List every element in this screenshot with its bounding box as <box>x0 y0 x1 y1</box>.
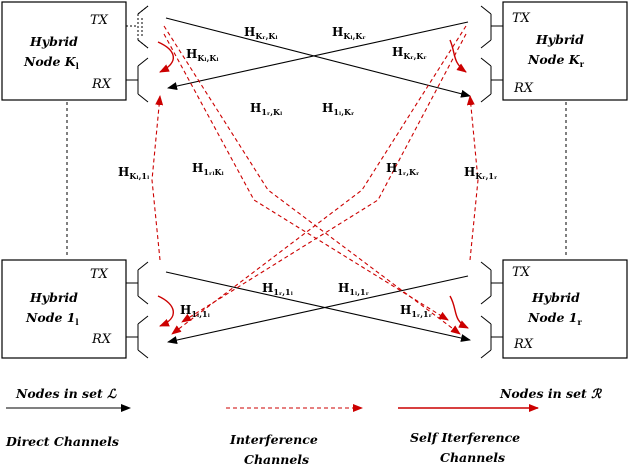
node-top-left-rx-label: RX <box>91 77 112 92</box>
antenna-tx-top-left <box>126 5 149 49</box>
node-top-right-tx-label: TX <box>512 11 531 26</box>
set-left-caption: Nodes in set ℒ <box>15 386 117 401</box>
label-h-1rl-kl: H1ᵣₗKₗ <box>192 161 225 177</box>
node-box-bottom-right <box>502 259 628 359</box>
node-bottom-left-tx-label: TX <box>90 267 109 282</box>
node-bottom-left-line1: Hybrid <box>29 290 78 305</box>
direct-channel-1r-to-1l <box>167 275 469 344</box>
node-top-left-line2-group: Node Kl <box>23 54 79 71</box>
node-box-top-left <box>1 1 127 101</box>
node-bottom-right-rx-label: RX <box>513 337 534 352</box>
node-top-right-line1: Hybrid <box>535 32 584 47</box>
antenna-rx-bottom-right <box>480 315 503 359</box>
node-top-right-line2: Node K <box>527 52 581 67</box>
label-h-kl-kl: HKₗ,Kₗ <box>186 47 219 63</box>
label-h-kl-kr: HKₗ,Kᵣ <box>332 25 366 41</box>
node-bottom-right-line2: Node 1 <box>527 310 578 325</box>
self-interference-kr <box>449 39 467 73</box>
label-h-1r-1r: H1ᵣ,1ᵣ <box>400 303 432 319</box>
node-top-left-subscript: l <box>76 61 79 71</box>
label-h-1l-kr: H1ₗ,Kᵣ <box>322 101 354 117</box>
interference-1l-to-kl <box>151 95 164 261</box>
label-h-1r-kl: H1ᵣ,Kₗ <box>250 101 283 117</box>
legend-direct-label: Direct Channels <box>5 434 119 449</box>
self-interference-kl <box>157 41 174 73</box>
antenna-tx-bottom-right <box>480 261 503 305</box>
antenna-tx-top-right <box>480 5 503 49</box>
node-top-left-line1: Hybrid <box>29 34 78 49</box>
node-top-right-rx-label: RX <box>513 81 534 96</box>
direct-channel-kl-to-kr <box>165 17 471 98</box>
legend-interference-label-2: Channels <box>244 452 309 467</box>
antenna-rx-top-right <box>480 57 503 103</box>
self-interference-1r <box>449 295 469 329</box>
antenna-rx-top-left <box>126 57 149 103</box>
label-h-1l-1r: H1ₗ,1ᵣ <box>338 281 369 297</box>
legend-self-label-2: Channels <box>440 450 505 465</box>
node-bottom-right-line1: Hybrid <box>531 290 580 305</box>
node-top-left-tx-label: TX <box>90 13 109 28</box>
label-h-1r-1l: H1ᵣ,1ₗ <box>262 281 294 297</box>
node-bottom-right-line2-group: Node 1r <box>527 310 583 327</box>
direct-channel-kr-to-kl <box>167 21 469 90</box>
node-bottom-left-line2-group: Node 1l <box>25 310 79 327</box>
interference-kr-to-1l <box>171 25 467 335</box>
label-h-kl-1l: HKₗ,1ₗ <box>118 165 150 181</box>
direct-channel-1l-to-1r <box>165 271 471 342</box>
interference-1r-to-kr <box>466 95 479 261</box>
antenna-tx-bottom-left <box>126 261 149 305</box>
node-bottom-left-subscript: l <box>76 317 79 327</box>
node-box-bottom-left <box>1 259 127 359</box>
node-bottom-left-line2: Node 1 <box>25 310 76 325</box>
node-box-top-right <box>502 1 628 101</box>
node-top-right-line2-group: Node Kr <box>527 52 585 69</box>
node-top-left-line2: Node K <box>23 54 77 69</box>
node-bottom-left-rx-label: RX <box>91 332 112 347</box>
label-h-1r-kr: H1ᵣ,Kᵣ <box>386 161 419 177</box>
interference-kr-to-1l-b <box>181 33 467 323</box>
label-h-kr-kr: HKᵣ,Kᵣ <box>392 45 427 61</box>
self-interference-1l <box>157 295 174 327</box>
legend-interference-label-1: Interference <box>229 432 318 447</box>
label-h-1l-1l: H1ₗ,1ₗ <box>180 303 211 319</box>
node-top-right-subscript: r <box>580 59 585 69</box>
node-bottom-right-tx-label: TX <box>512 265 531 280</box>
label-h-kr-kl: HKᵣ,Kₗ <box>244 25 278 41</box>
legend-self-label-1: Self Iterference <box>410 430 520 445</box>
antenna-rx-bottom-left <box>126 315 149 359</box>
interference-kl-to-1r-b <box>163 33 449 321</box>
set-right-caption: Nodes in set ℛ <box>499 386 602 401</box>
node-bottom-right-subscript: r <box>578 317 583 327</box>
interference-kl-to-1r <box>163 25 461 335</box>
label-h-kr-1r: HKᵣ,1ᵣ <box>464 165 497 181</box>
